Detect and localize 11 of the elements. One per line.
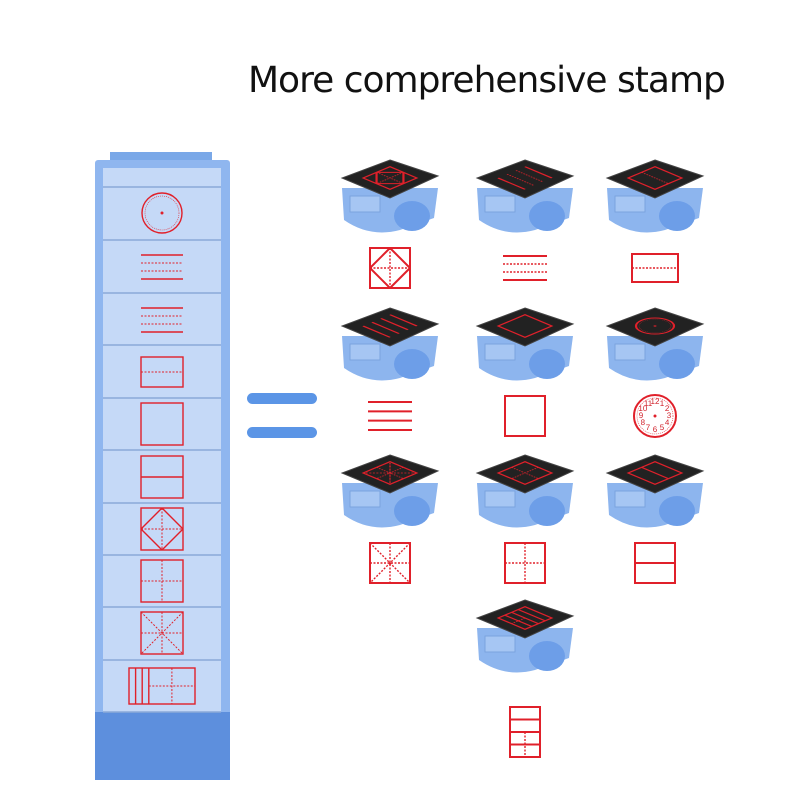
clock-numeral: 6 (652, 426, 658, 434)
title: More comprehensive stamp (248, 60, 725, 101)
clock-numeral: 12 (650, 398, 660, 406)
clock-numeral: 8 (640, 419, 646, 427)
clock-numeral: 5 (660, 424, 664, 432)
clock-numeral: 7 (646, 424, 650, 432)
clock-numeral: 4 (664, 419, 670, 427)
clock-numeral: 3 (666, 412, 672, 420)
clock-numeral: 2 (664, 405, 670, 413)
clock-numeral: 1 (660, 400, 664, 408)
clock-numeral: 9 (638, 412, 644, 420)
